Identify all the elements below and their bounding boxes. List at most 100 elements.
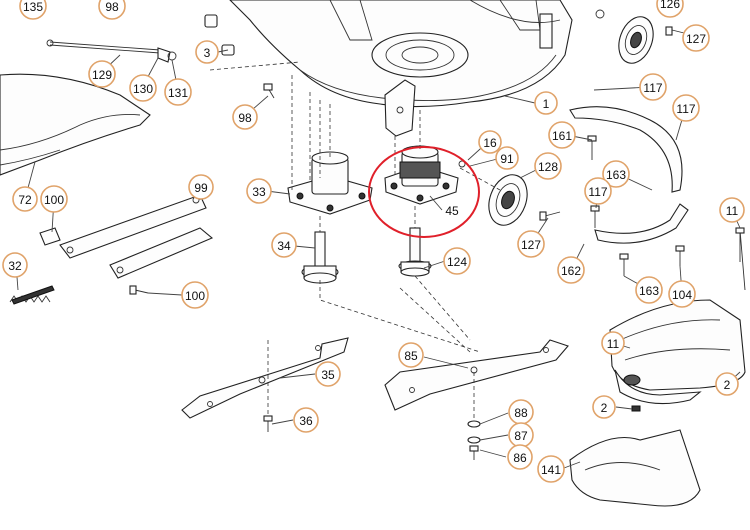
svg-text:117: 117 — [643, 81, 662, 95]
spindle-shaft-left — [301, 231, 339, 284]
svg-text:1: 1 — [543, 97, 550, 111]
label-45[interactable]: 45 — [445, 204, 459, 218]
callout-34[interactable]: 34 — [271, 232, 297, 258]
callout-1[interactable]: 1 — [534, 91, 558, 115]
svg-text:16: 16 — [483, 136, 497, 150]
callout-36[interactable]: 36 — [293, 407, 319, 433]
callout-117-a[interactable]: 117 — [639, 73, 667, 101]
spindle-shaft-right — [398, 227, 432, 277]
callout-98-top[interactable]: 98 — [98, 0, 126, 20]
svg-text:124: 124 — [447, 255, 467, 269]
callout-33[interactable]: 33 — [246, 178, 272, 204]
svg-text:163: 163 — [639, 284, 659, 298]
hanger-bracket — [39, 194, 214, 279]
small-hardware — [735, 227, 746, 291]
callout-127-mid[interactable]: 127 — [517, 230, 545, 258]
svg-text:11: 11 — [607, 337, 620, 351]
callout-126[interactable]: 126 — [656, 0, 684, 18]
callout-163-b[interactable]: 163 — [635, 276, 663, 304]
assembly-lines — [209, 61, 501, 420]
svg-text:86: 86 — [513, 451, 527, 465]
pulley-126 — [595, 9, 654, 64]
callout-129[interactable]: 129 — [88, 60, 116, 88]
svg-text:72: 72 — [18, 193, 32, 207]
svg-text:128: 128 — [538, 160, 558, 174]
callout-91[interactable]: 91 — [495, 146, 519, 170]
discharge-chute — [609, 299, 746, 405]
svg-text:36: 36 — [299, 414, 313, 428]
svg-text:141: 141 — [541, 463, 561, 477]
callout-35[interactable]: 35 — [315, 361, 341, 387]
svg-text:91: 91 — [500, 152, 514, 166]
callout-128[interactable]: 128 — [534, 152, 562, 180]
callout-130[interactable]: 130 — [129, 74, 157, 102]
svg-text:100: 100 — [44, 193, 64, 207]
svg-text:35: 35 — [321, 368, 335, 382]
callout-100-b[interactable]: 100 — [181, 281, 209, 309]
callout-85[interactable]: 85 — [398, 342, 424, 368]
svg-text:126: 126 — [660, 0, 680, 11]
callout-86[interactable]: 86 — [507, 444, 533, 470]
svg-text:129: 129 — [92, 68, 112, 82]
blade-left — [181, 337, 349, 419]
baffle — [569, 106, 689, 244]
spindle-housing-left — [287, 151, 373, 215]
callout-104[interactable]: 104 — [668, 280, 696, 308]
svg-text:3: 3 — [204, 46, 211, 60]
svg-text:88: 88 — [514, 406, 528, 420]
callout-117-b[interactable]: 117 — [672, 94, 700, 122]
callout-11-b[interactable]: 11 — [601, 331, 625, 355]
svg-text:117: 117 — [676, 102, 695, 116]
callouts: 135 98 3 126 127 129 130 131 98 1 117 11… — [2, 0, 745, 483]
svg-text:130: 130 — [133, 82, 153, 96]
svg-text:104: 104 — [672, 288, 692, 302]
callout-88[interactable]: 88 — [508, 399, 534, 425]
deck-skirt — [569, 429, 701, 507]
callout-99[interactable]: 99 — [188, 174, 214, 200]
spring — [9, 285, 55, 305]
svg-text:98: 98 — [238, 111, 252, 125]
callout-163-a[interactable]: 163 — [602, 160, 630, 188]
svg-text:34: 34 — [277, 239, 291, 253]
svg-text:135: 135 — [23, 0, 43, 14]
callout-135[interactable]: 135 — [19, 0, 47, 20]
svg-text:98: 98 — [105, 0, 119, 14]
callout-131[interactable]: 131 — [164, 78, 192, 106]
svg-text:11: 11 — [726, 204, 739, 218]
callout-162[interactable]: 162 — [557, 256, 585, 284]
svg-text:162: 162 — [561, 264, 581, 278]
callout-16[interactable]: 16 — [478, 130, 502, 154]
pulley-128 — [488, 174, 528, 226]
svg-text:2: 2 — [601, 401, 608, 415]
callout-98-mid[interactable]: 98 — [232, 104, 258, 130]
svg-text:163: 163 — [606, 168, 626, 182]
linkage-rod — [46, 39, 177, 63]
side-deflector — [0, 73, 151, 176]
svg-text:161: 161 — [552, 129, 572, 143]
callout-141[interactable]: 141 — [537, 455, 565, 483]
callout-72[interactable]: 72 — [12, 186, 38, 212]
callout-100-a[interactable]: 100 — [40, 185, 68, 213]
callout-11-a[interactable]: 11 — [719, 197, 745, 223]
callout-124[interactable]: 124 — [443, 247, 471, 275]
callout-2-b[interactable]: 2 — [715, 372, 739, 396]
callout-161[interactable]: 161 — [548, 121, 576, 149]
svg-text:32: 32 — [8, 259, 22, 273]
callout-3[interactable]: 3 — [195, 40, 219, 64]
svg-text:85: 85 — [404, 349, 418, 363]
callout-32[interactable]: 32 — [2, 252, 28, 278]
svg-text:33: 33 — [252, 185, 266, 199]
svg-text:87: 87 — [514, 429, 528, 443]
callout-117-c[interactable]: 117 — [584, 177, 612, 205]
callout-127-top[interactable]: 127 — [682, 24, 710, 52]
svg-text:117: 117 — [588, 185, 607, 199]
svg-text:127: 127 — [521, 238, 541, 252]
blade-bolt-stack — [467, 420, 481, 460]
callout-2-a[interactable]: 2 — [592, 395, 616, 419]
mower-deck — [229, 0, 573, 137]
part-drawings — [0, 0, 746, 507]
highlight-ring — [368, 146, 480, 238]
spindle-housing-highlighted — [384, 145, 459, 205]
callout-87[interactable]: 87 — [508, 422, 534, 448]
